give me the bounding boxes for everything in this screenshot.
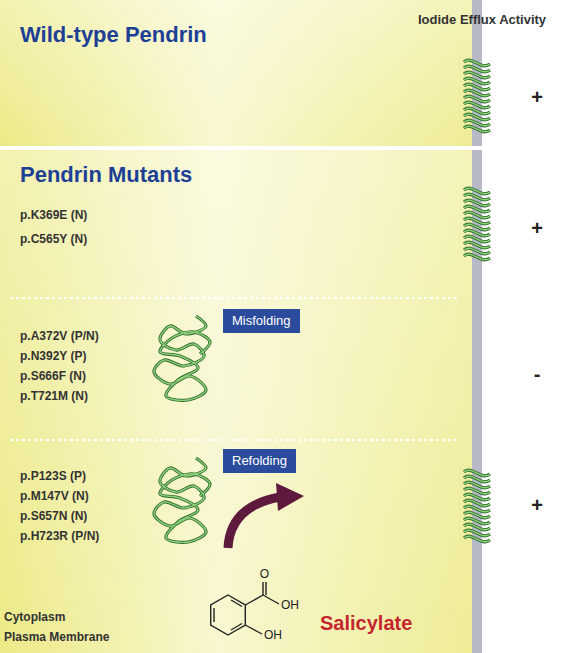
misfolded-chain bbox=[154, 316, 210, 400]
misfolded-pendrin bbox=[154, 316, 210, 542]
band-divider bbox=[0, 146, 482, 150]
box-label: Misfolding bbox=[223, 309, 300, 333]
misfolded-chain bbox=[154, 458, 210, 542]
mutation-label: p.H723R (P/N) bbox=[20, 529, 99, 543]
band-shade bbox=[0, 0, 482, 146]
band-heading: Pendrin Mutants bbox=[20, 162, 192, 188]
mutation-label: p.S666F (N) bbox=[20, 369, 86, 383]
band-heading: Wild-type Pendrin bbox=[20, 22, 207, 48]
mutation-label: p.M147V (N) bbox=[20, 489, 89, 503]
cytoplasm-band bbox=[0, 150, 482, 653]
salicylate-structure bbox=[211, 582, 279, 635]
mutation-label: p.C565Y (N) bbox=[20, 232, 87, 246]
helix-turn bbox=[464, 254, 490, 260]
activity-sign: + bbox=[531, 86, 543, 109]
box-label: Refolding bbox=[223, 449, 296, 473]
band-shade bbox=[0, 150, 482, 653]
misfolded-chain bbox=[154, 458, 210, 542]
region-label: Cytoplasm bbox=[4, 610, 65, 624]
region-label: Plasma Membrane bbox=[4, 630, 109, 644]
helix-turn bbox=[464, 126, 490, 132]
mutation-label: p.S657N (N) bbox=[20, 509, 87, 523]
process-box: Refolding bbox=[223, 449, 296, 473]
column-heading: Iodide Efflux Activity bbox=[418, 12, 546, 27]
arrow-head bbox=[276, 483, 304, 511]
refolding-arrow bbox=[228, 497, 280, 548]
activity-sign: - bbox=[534, 363, 541, 386]
dashed-divider bbox=[10, 439, 458, 441]
process-box: Misfolding bbox=[223, 309, 300, 333]
pendrin-helices bbox=[464, 60, 490, 542]
mutation-label: p.P123S (P) bbox=[20, 469, 86, 483]
atom-label: OH bbox=[281, 598, 299, 612]
atom-label: OH bbox=[264, 628, 282, 642]
compound-name: Salicylate bbox=[320, 612, 412, 635]
misfolded-chain bbox=[154, 316, 210, 400]
activity-sign: + bbox=[531, 217, 543, 240]
cytoplasm-band: Wild-type Pendrin bbox=[0, 0, 482, 146]
mutation-label: p.N392Y (P) bbox=[20, 349, 86, 363]
helix-turn bbox=[464, 536, 490, 542]
activity-sign: + bbox=[531, 494, 543, 517]
cytoplasm-band bbox=[0, 0, 482, 146]
dashed-divider bbox=[10, 297, 458, 299]
mutation-label: p.K369E (N) bbox=[20, 208, 87, 222]
mutation-label: p.A372V (P/N) bbox=[20, 329, 99, 343]
mutation-label: p.T721M (N) bbox=[20, 389, 88, 403]
helix-turn bbox=[464, 254, 490, 260]
helix-turn bbox=[464, 126, 490, 132]
atom-label: O bbox=[260, 567, 269, 581]
helix-turn bbox=[464, 536, 490, 542]
